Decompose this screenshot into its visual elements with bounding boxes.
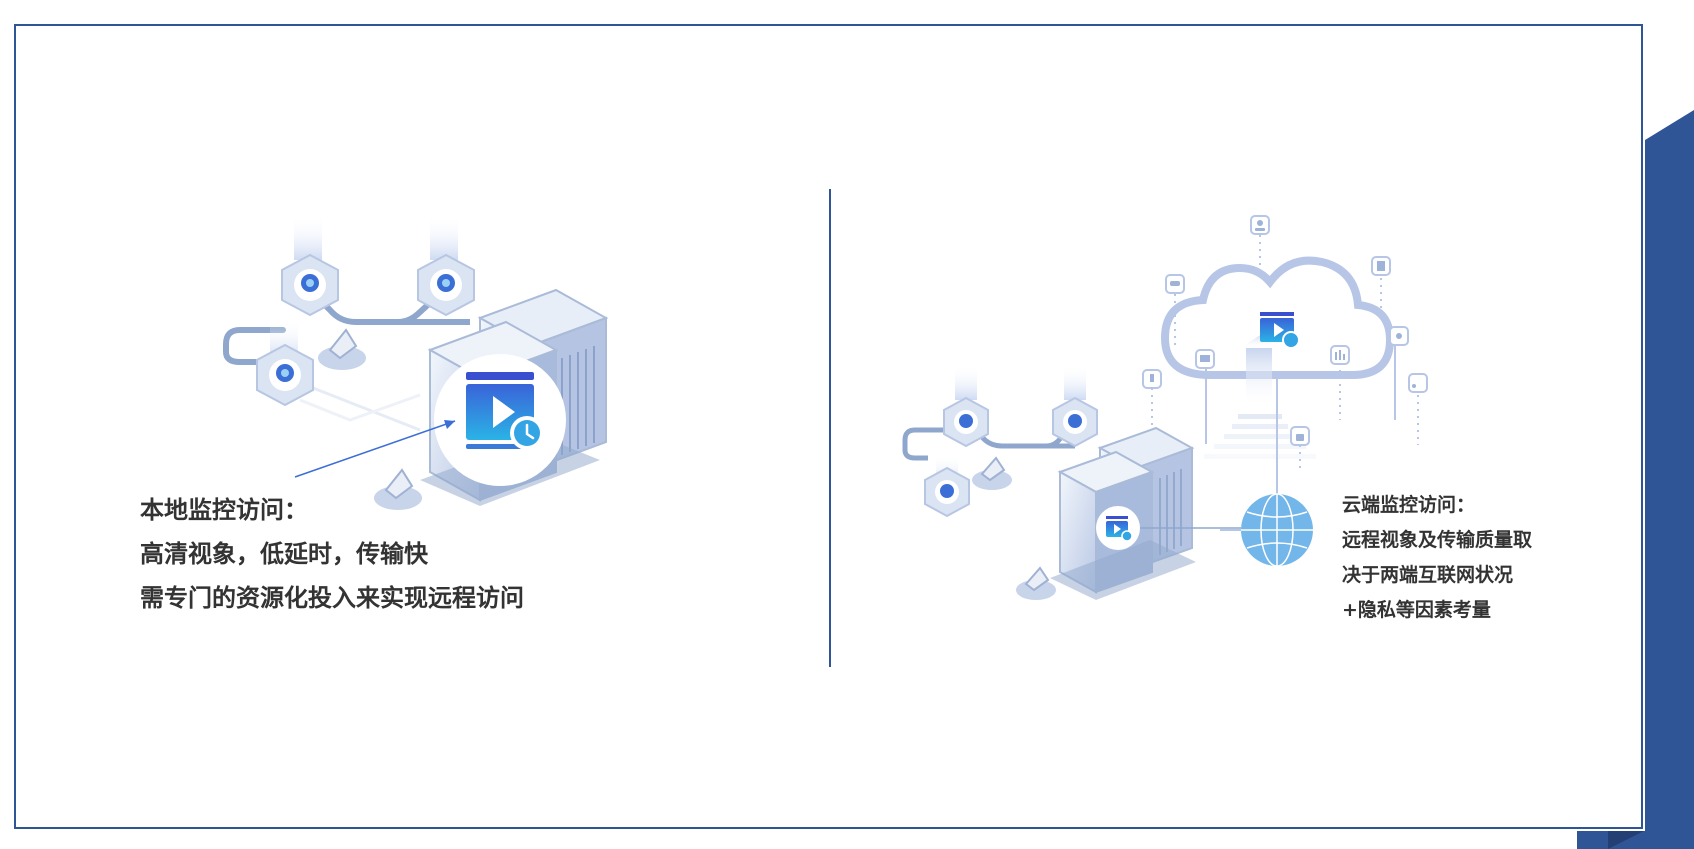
cloud-access-caption: 云端监控访问： 远程视象及传输质量取 决于两端互联网状况 +隐私等因素考量 (1342, 488, 1532, 628)
cloud-access-line-2: 决于两端互联网状况 (1342, 564, 1514, 586)
cloud-access-title: 云端监控访问： (1342, 494, 1476, 516)
content-frame (14, 24, 1643, 829)
right-accent-bar (1645, 110, 1694, 849)
router-icon (318, 328, 366, 370)
cloud-access-line-1: 远程视象及传输质量取 (1342, 529, 1533, 551)
router-icon (1016, 566, 1056, 600)
panel-divider (829, 189, 831, 667)
camera-icon (417, 253, 475, 317)
camera-icon (943, 396, 989, 448)
globe-icon (1241, 493, 1313, 567)
local-access-line-1: 高清视象，低延时，传输快 (140, 540, 428, 568)
cloud-access-line-3: +隐私等因素考量 (1342, 599, 1491, 621)
rss-icon (1408, 373, 1428, 393)
video-clock-icon (1096, 506, 1140, 550)
local-access-caption: 本地监控访问： 高清视象，低延时，传输快 需专门的资源化投入来实现远程访问 (140, 488, 524, 620)
camera-icon (924, 466, 970, 518)
video-clock-icon (434, 354, 566, 486)
local-access-title: 本地监控访问： (140, 496, 308, 524)
camera-icon (281, 253, 339, 317)
router-icon (972, 456, 1012, 490)
local-access-line-2: 需专门的资源化投入来实现远程访问 (140, 584, 524, 612)
accent-fold (1645, 110, 1694, 140)
bottom-accent-cut (1608, 831, 1644, 849)
camera-icon (1052, 396, 1098, 448)
video-clock-icon (1260, 312, 1300, 349)
router-icon (374, 468, 422, 510)
left-illustration (223, 215, 609, 510)
camera-icon (256, 343, 314, 407)
right-illustration (902, 215, 1428, 600)
